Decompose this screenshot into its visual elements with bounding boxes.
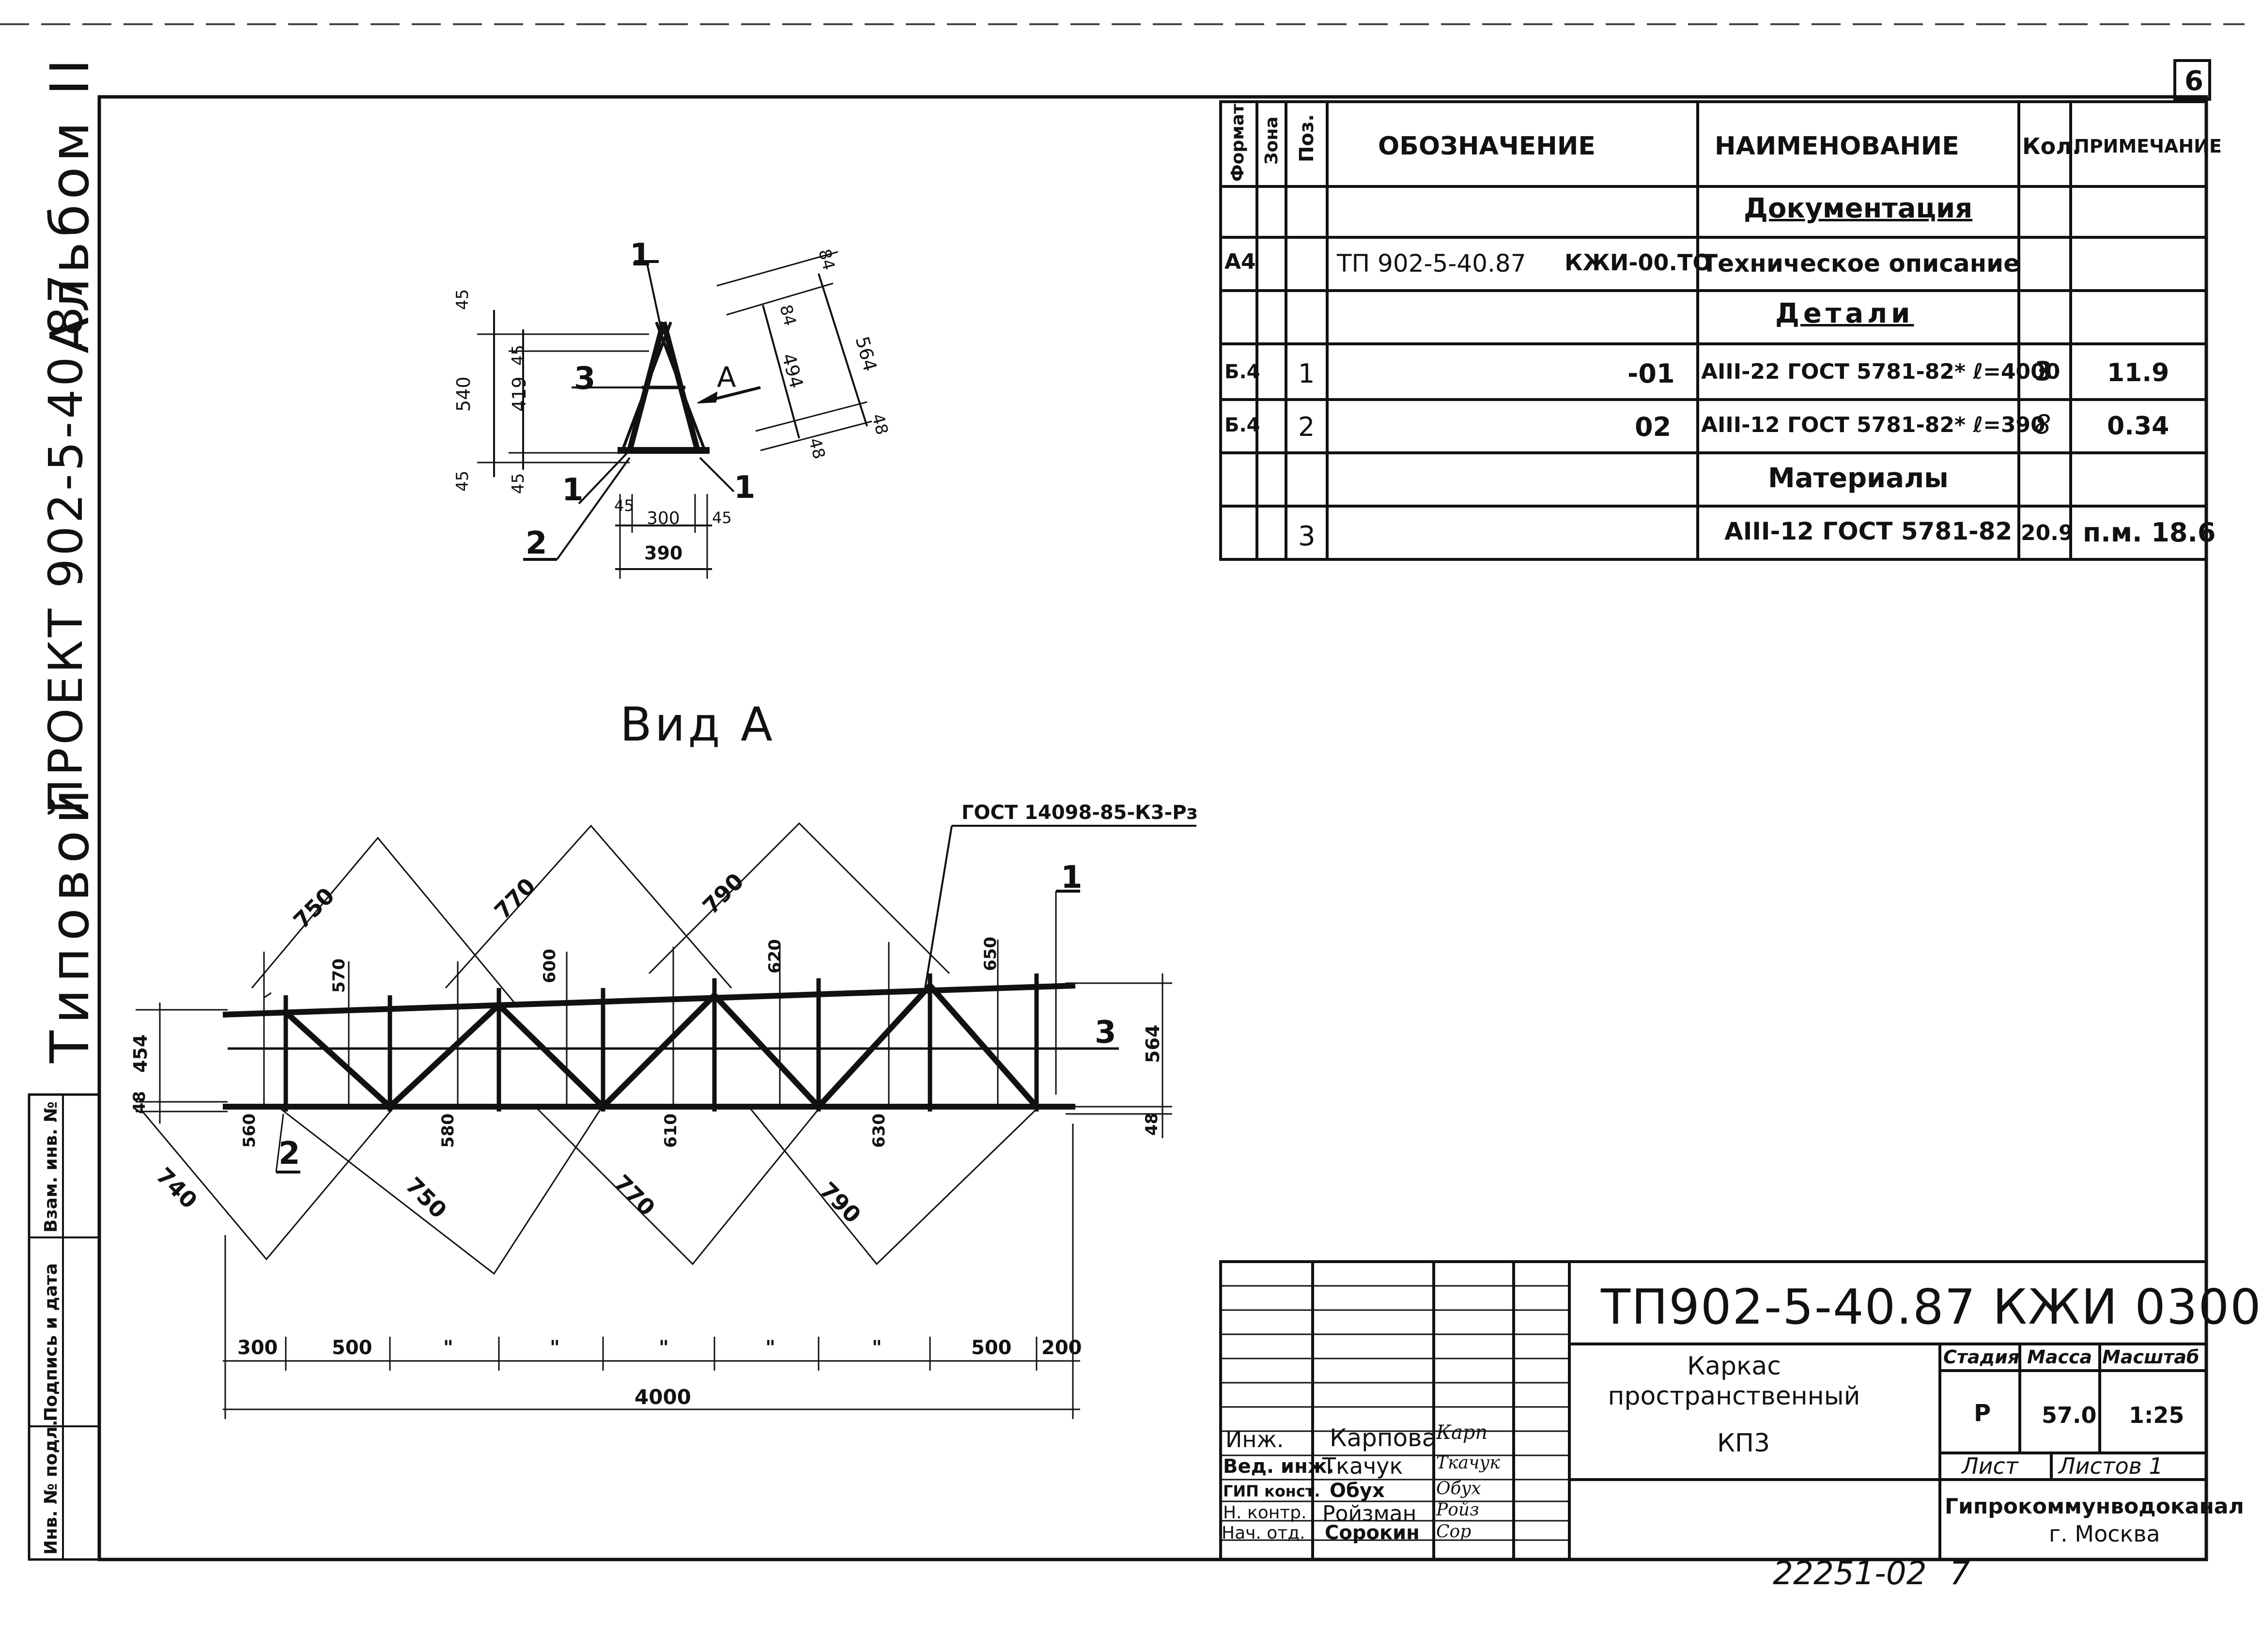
- spacing-8: 500: [971, 1337, 1012, 1359]
- spec-row4-qty: 20.9: [2021, 521, 2074, 545]
- person-role-5: Нач. отд.: [1222, 1523, 1305, 1543]
- spec-row3-format: Б.4: [1224, 414, 1260, 436]
- scale-value: 1:25: [2129, 1402, 2185, 1428]
- spec-header-designation: Обозначение: [1378, 132, 1596, 161]
- stage-label: Стадия: [1943, 1346, 2020, 1368]
- person-role-4: Н. контр.: [1223, 1503, 1307, 1523]
- spec-row3-qty: 8: [2034, 409, 2051, 440]
- object-mark: КП3: [1717, 1429, 1770, 1458]
- spacing-1: 300: [237, 1337, 278, 1359]
- spec-row2-format: Б.4: [1224, 361, 1260, 383]
- spec-row3-pos: 2: [1298, 412, 1315, 442]
- spacing-7: ": [872, 1337, 882, 1359]
- person-role-2: Вед. инж.: [1223, 1455, 1334, 1478]
- spec-section-documentation: Документация: [1744, 193, 1973, 224]
- spec-header-name: Наименование: [1715, 132, 1959, 161]
- weld-note: ГОСТ 14098-85-К3-Рз: [961, 802, 1198, 824]
- person-role-3: ГИП конст.: [1223, 1482, 1320, 1500]
- section-callout-3: 3: [574, 361, 596, 397]
- view-title: Вид А: [620, 697, 775, 752]
- person-role-1: Инж.: [1225, 1426, 1284, 1452]
- spec-row4-note: п.м. 18.6: [2083, 517, 2216, 548]
- stage-value: Р: [1974, 1400, 1991, 1427]
- person-name-3: Обух: [1330, 1480, 1385, 1502]
- archive-number: 22251-02: [1773, 1555, 1927, 1592]
- person-name-1: Карпова: [1330, 1424, 1437, 1452]
- spec-header-note: Примечание: [2074, 136, 2222, 157]
- person-sign-4: Ройз: [1436, 1500, 1479, 1520]
- spec-row4-name: АIII-12 ГОСТ 5781-82: [1724, 517, 2013, 545]
- spacing-5: ": [659, 1337, 669, 1359]
- elev-callout-3: 3: [1095, 1015, 1116, 1050]
- section-dim-bottom-4: 390: [644, 542, 683, 564]
- spec-row2-pos: 1: [1298, 358, 1315, 389]
- sheets-label: Листов 1: [2059, 1453, 2163, 1479]
- section-dim-bottom-3: 45: [712, 509, 732, 527]
- title-code: ТП902-5-40.87 КЖИ 0300: [1601, 1279, 2262, 1335]
- spec-row1-format: А4: [1224, 249, 1256, 274]
- spec-row2-qty: 3: [2034, 356, 2053, 386]
- person-name-5: Сорокин: [1325, 1522, 1420, 1544]
- elev-callout-1: 1: [1061, 860, 1083, 895]
- org-name: Гипрокоммунводоканал: [1945, 1494, 2244, 1519]
- spacing-2: 500: [332, 1337, 372, 1359]
- spec-section-materials: Материалы: [1768, 463, 1949, 494]
- sheet-label: Лист: [1962, 1453, 2018, 1479]
- mass-label: Масса: [2027, 1346, 2092, 1368]
- person-name-4: Ройзман: [1322, 1501, 1417, 1526]
- spacing-3: ": [443, 1337, 453, 1359]
- spec-row4-pos: 3: [1298, 521, 1316, 552]
- spacing-4: ": [550, 1337, 560, 1359]
- spec-row1-designation-a: ТП 902-5-40.87: [1337, 249, 1526, 278]
- spec-row1-name: Техническое описание: [1701, 249, 2020, 278]
- scale-label: Масштаб: [2102, 1346, 2200, 1368]
- spec-row2-name: АIII-22 ГОСТ 5781-82* ℓ=4000: [1701, 359, 2061, 384]
- spec-row3-note: 0.34: [2107, 412, 2169, 441]
- person-sign-1: Карп: [1436, 1421, 1488, 1444]
- section-callout-1-right: 1: [734, 470, 756, 506]
- person-sign-5: Сор: [1436, 1522, 1472, 1542]
- person-sign-2: Ткачук: [1436, 1453, 1500, 1473]
- section-view-arrow-label: А: [717, 361, 736, 394]
- elev-callout-2: 2: [279, 1136, 300, 1172]
- section-callout-1-top: 1: [630, 237, 651, 273]
- object-name: Каркас пространственный: [1608, 1352, 1860, 1411]
- spec-row2-note: 11.9: [2107, 358, 2169, 387]
- spacing-9: 200: [1041, 1337, 1082, 1359]
- section-dim-bottom-2: 300: [647, 509, 680, 528]
- person-name-2: Ткачук: [1322, 1453, 1403, 1479]
- spec-section-details: Детали: [1775, 298, 1914, 329]
- sheet-corner-number: 6: [2185, 65, 2203, 97]
- overall-length: 4000: [635, 1385, 691, 1409]
- spec-row1-designation-b: КЖИ-00.ТО: [1565, 249, 1712, 276]
- mass-value: 57.0: [2042, 1402, 2097, 1428]
- section-dim-bottom-1: 45: [614, 496, 634, 515]
- spec-header-qty: Кол.: [2022, 133, 2081, 159]
- spacing-6: ": [765, 1337, 775, 1359]
- spec-row2-designation-b: -01: [1627, 358, 1675, 389]
- spec-row3-name: АIII-12 ГОСТ 5781-82* ℓ=390: [1701, 413, 2045, 437]
- org-city: г. Москва: [2049, 1521, 2160, 1547]
- archive-sheet: 7: [1950, 1555, 1970, 1592]
- section-callout-1-left: 1: [562, 472, 584, 508]
- section-callout-2: 2: [526, 525, 547, 561]
- spec-row3-designation-b: 02: [1635, 412, 1672, 442]
- person-sign-3: Обух: [1436, 1479, 1481, 1498]
